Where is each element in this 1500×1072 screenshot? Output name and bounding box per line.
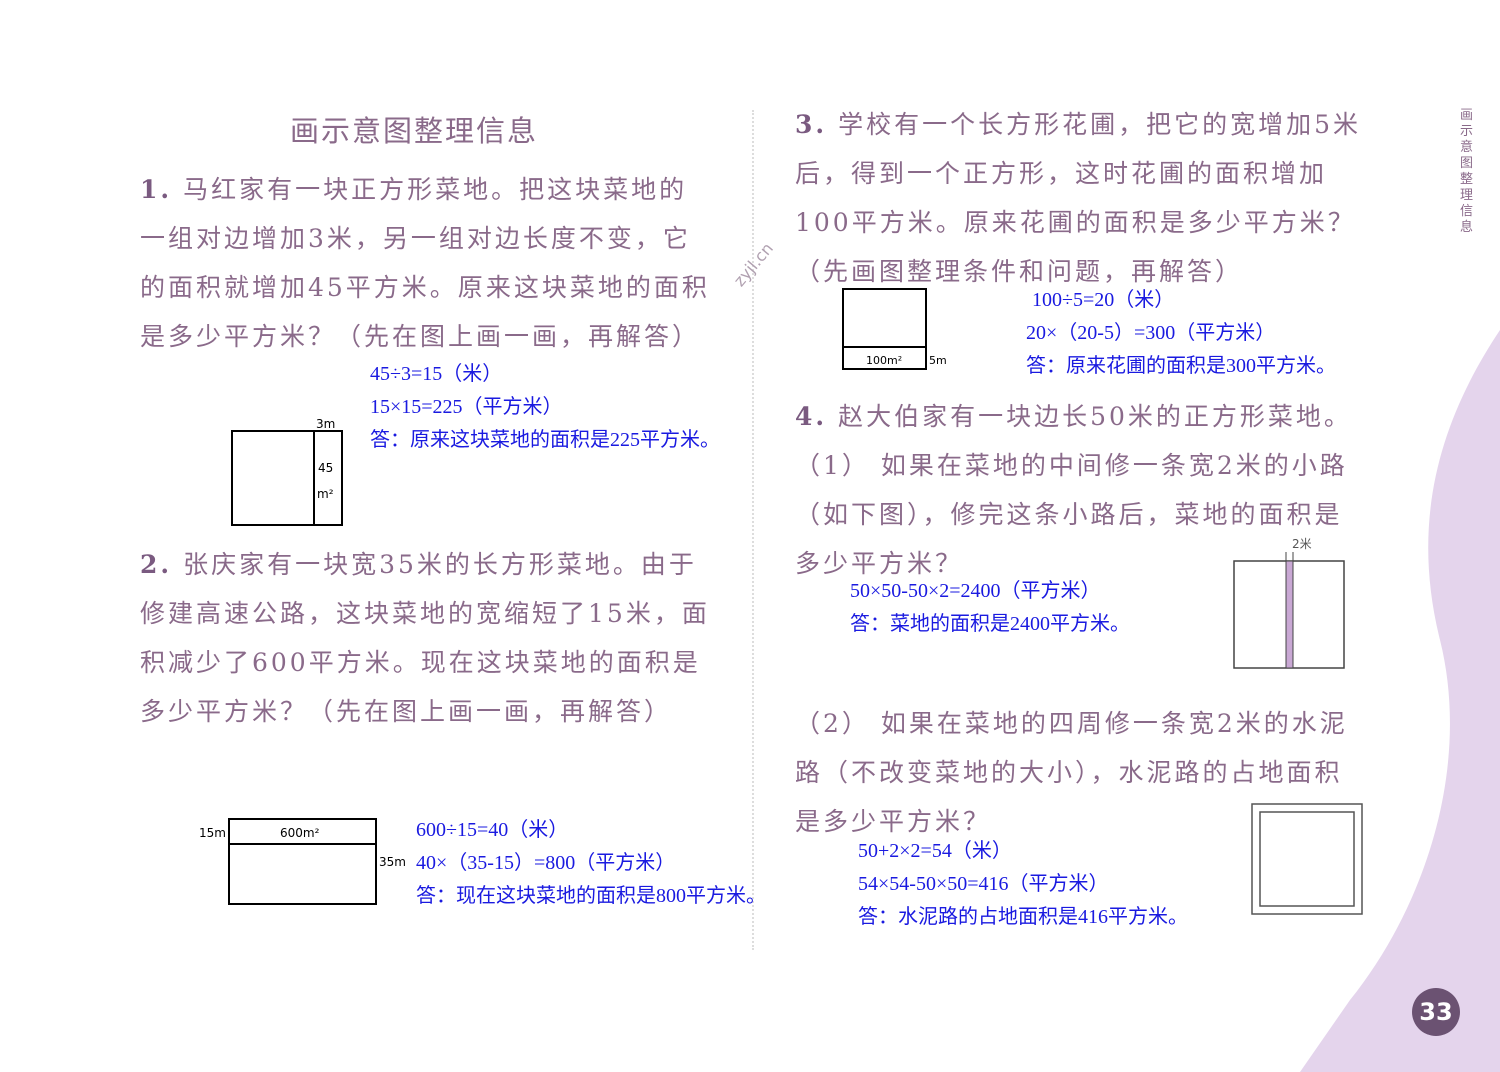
question-1: 1. 马红家有一块正方形菜地。把这块菜地的一组对边增加3米，另一组对边长度不变，… <box>140 165 710 361</box>
fig-label: 3m <box>316 417 335 431</box>
answer-line: 答：现在这块菜地的面积是800平方米。 <box>416 885 766 907</box>
question-4-number: 4. <box>795 402 828 431</box>
question-3-figure: 100m² 5m <box>842 288 947 370</box>
question-4-part-2-answer: 50+2×2=54（米） 54×54-50×50=416（平方米） 答：水泥路的… <box>858 835 1188 934</box>
part-text: 如果在菜地的四周修一条宽2米的水泥路（不改变菜地的大小），水泥路的占地面积是多少… <box>795 709 1348 836</box>
answer-line: 答：原来这块菜地的面积是225平方米。 <box>370 429 720 451</box>
question-2-text: 张庆家有一块宽35米的长方形菜地。由于修建高速公路，这块菜地的宽缩短了15米，面… <box>140 550 710 726</box>
question-1-number: 1. <box>140 175 173 204</box>
question-3: 3. 学校有一个长方形花圃，把它的宽增加5米后，得到一个正方形，这时花圃的面积增… <box>795 100 1370 296</box>
part-text: 如果在菜地的中间修一条宽2米的小路（如下图），修完这条小路后，菜地的面积是多少平… <box>795 451 1348 578</box>
question-1-text: 马红家有一块正方形菜地。把这块菜地的一组对边增加3米，另一组对边长度不变，它的面… <box>140 175 710 351</box>
fig-label: 100m² <box>866 354 902 367</box>
answer-line: 答：原来花圃的面积是300平方米。 <box>1026 355 1336 377</box>
question-3-text: 学校有一个长方形花圃，把它的宽增加5米后，得到一个正方形，这时花圃的面积增加10… <box>795 110 1361 286</box>
question-4-part-1: （1） 如果在菜地的中间修一条宽2米的小路（如下图），修完这条小路后，菜地的面积… <box>795 441 1370 588</box>
question-4-part-2: （2） 如果在菜地的四周修一条宽2米的水泥路（不改变菜地的大小），水泥路的占地面… <box>795 699 1370 846</box>
fig-label: 600m² <box>280 826 320 840</box>
answer-line: 100÷5=20（米） <box>1032 289 1175 311</box>
page-title: 画示意图整理信息 <box>290 114 539 148</box>
answer-line: 15×15=225（平方米） <box>370 396 563 418</box>
question-4-part-2-figure <box>1251 803 1363 915</box>
question-4-part-1-answer: 50×50-50×2=2400（平方米） 答：菜地的面积是2400平方米。 <box>850 575 1130 641</box>
column-divider <box>752 110 754 950</box>
fig-label: m² <box>317 487 334 501</box>
fig-label: 45 <box>318 461 333 475</box>
part-label: （1） <box>795 451 870 480</box>
question-1-answer: 45÷3=15（米） 15×15=225（平方米） 答：原来这块菜地的面积是22… <box>370 358 720 457</box>
fig-label: 2米 <box>1292 537 1312 551</box>
side-label: 画示意图整理信息 <box>1460 108 1474 235</box>
question-4-part-1-figure: 2米 <box>1233 537 1345 669</box>
question-4-text: 赵大伯家有一块边长50米的正方形菜地。 <box>838 402 1352 431</box>
question-3-answer: 100÷5=20（米） 20×（20-5）=300（平方米） 答：原来花圃的面积… <box>1026 284 1336 383</box>
fig-label: 5m <box>929 354 947 367</box>
fig-label: 35m <box>379 855 406 869</box>
question-2-figure: 15m 600m² 35m <box>199 818 406 905</box>
answer-line: 45÷3=15（米） <box>370 363 503 385</box>
answer-line: 答：水泥路的占地面积是416平方米。 <box>858 906 1188 928</box>
page-number: 33 <box>1412 988 1460 1036</box>
question-2-number: 2. <box>140 550 173 579</box>
answer-line: 40×（35-15）=800（平方米） <box>416 852 676 874</box>
answer-line: 50+2×2=54（米） <box>858 840 1012 862</box>
question-2-answer: 600÷15=40（米） 40×（35-15）=800（平方米） 答：现在这块菜… <box>416 814 766 913</box>
fig-label: 15m <box>199 826 226 840</box>
question-4-intro: 4. 赵大伯家有一块边长50米的正方形菜地。 <box>795 392 1395 441</box>
part-label: （2） <box>795 709 870 738</box>
answer-line: 54×54-50×50=416（平方米） <box>858 873 1109 895</box>
answer-line: 50×50-50×2=2400（平方米） <box>850 580 1101 602</box>
answer-line: 600÷15=40（米） <box>416 819 569 841</box>
question-1-figure: 3m 45 m² <box>231 417 343 526</box>
question-2: 2. 张庆家有一块宽35米的长方形菜地。由于修建高速公路，这块菜地的宽缩短了15… <box>140 540 710 736</box>
answer-line: 20×（20-5）=300（平方米） <box>1026 322 1276 344</box>
question-3-number: 3. <box>795 110 828 139</box>
answer-line: 答：菜地的面积是2400平方米。 <box>850 613 1130 635</box>
